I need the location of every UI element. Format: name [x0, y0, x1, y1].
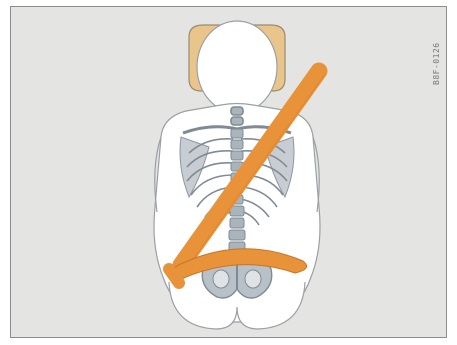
- illustration-frame: B8F-0126: [10, 6, 447, 338]
- seatbelt-illustration: [11, 7, 447, 338]
- head-outline: [197, 21, 277, 113]
